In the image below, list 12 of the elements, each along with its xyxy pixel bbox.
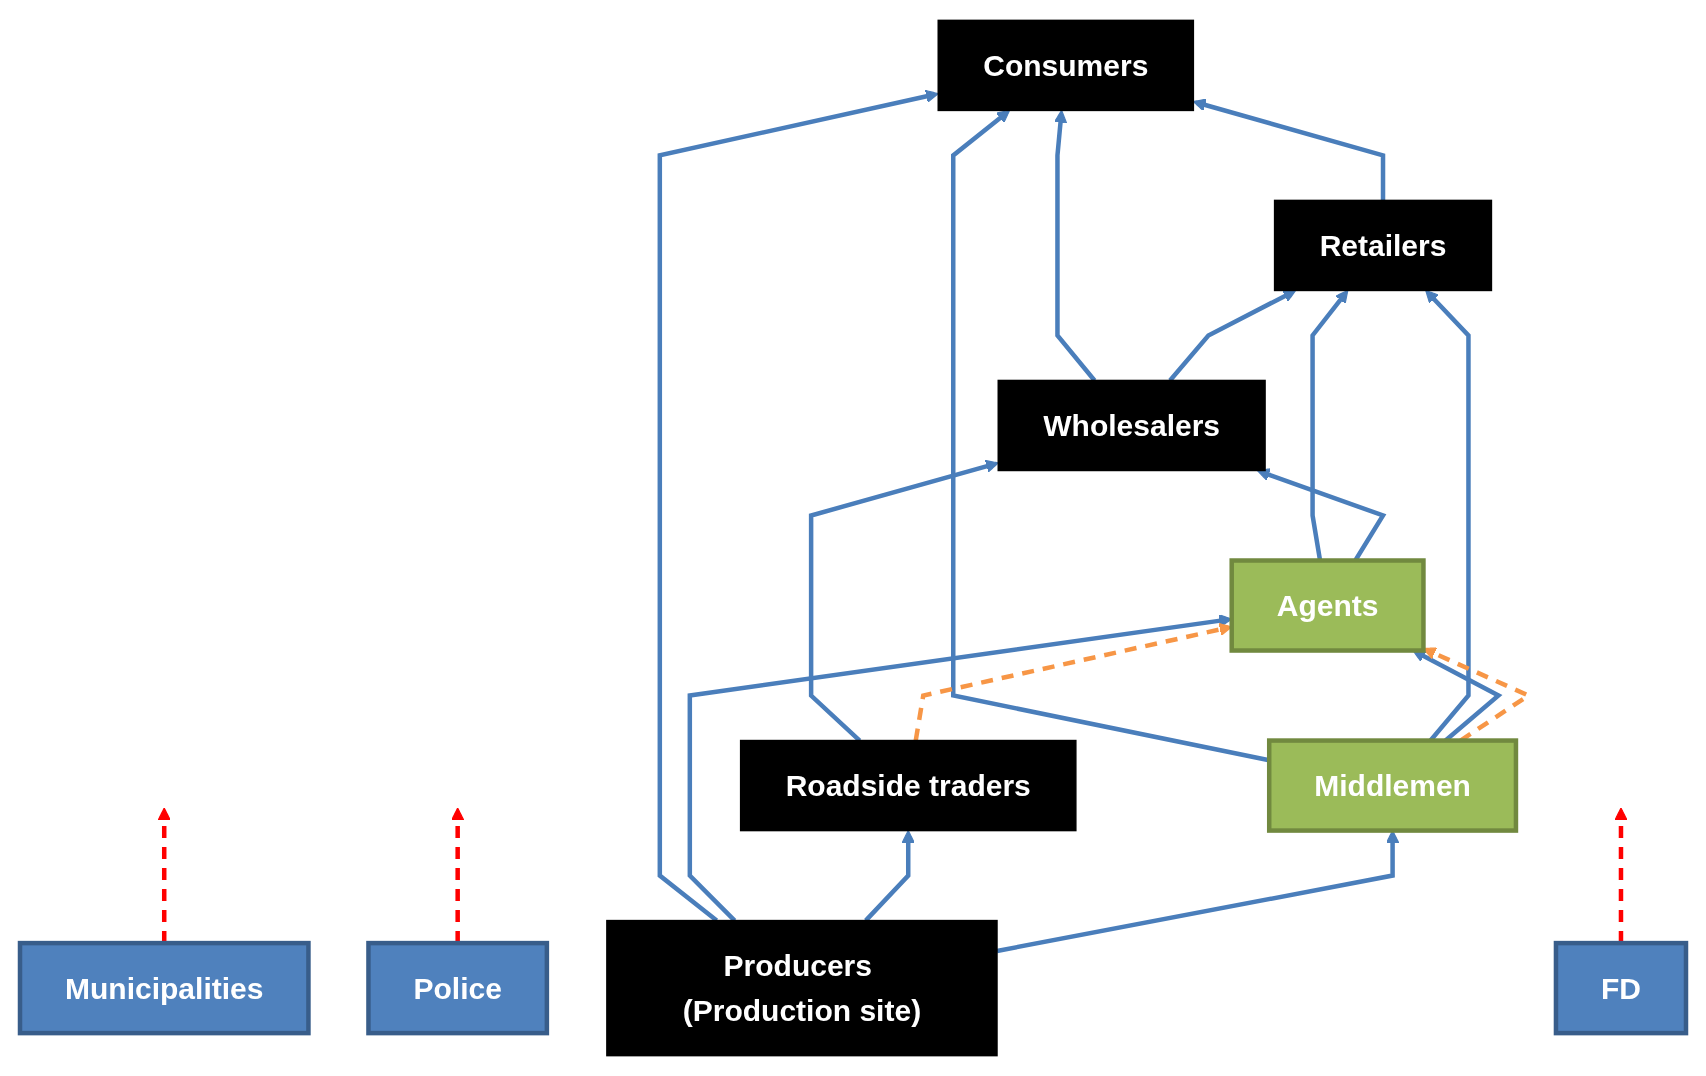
node-box: FD — [1553, 940, 1689, 1036]
node-box: Roadside traders — [739, 739, 1077, 832]
arrow — [1053, 109, 1097, 382]
node-box: Middlemen — [1266, 738, 1519, 833]
node-box: Consumers — [937, 19, 1195, 112]
node-box: Agents — [1229, 558, 1426, 653]
node-box: Municipalities — [17, 940, 311, 1036]
node-box: Police — [366, 940, 550, 1036]
arrow — [1168, 289, 1297, 382]
node-box: Retailers — [1273, 199, 1493, 292]
node-box: Producers (Production site) — [606, 919, 998, 1057]
node-box: Wholesalers — [997, 379, 1266, 472]
